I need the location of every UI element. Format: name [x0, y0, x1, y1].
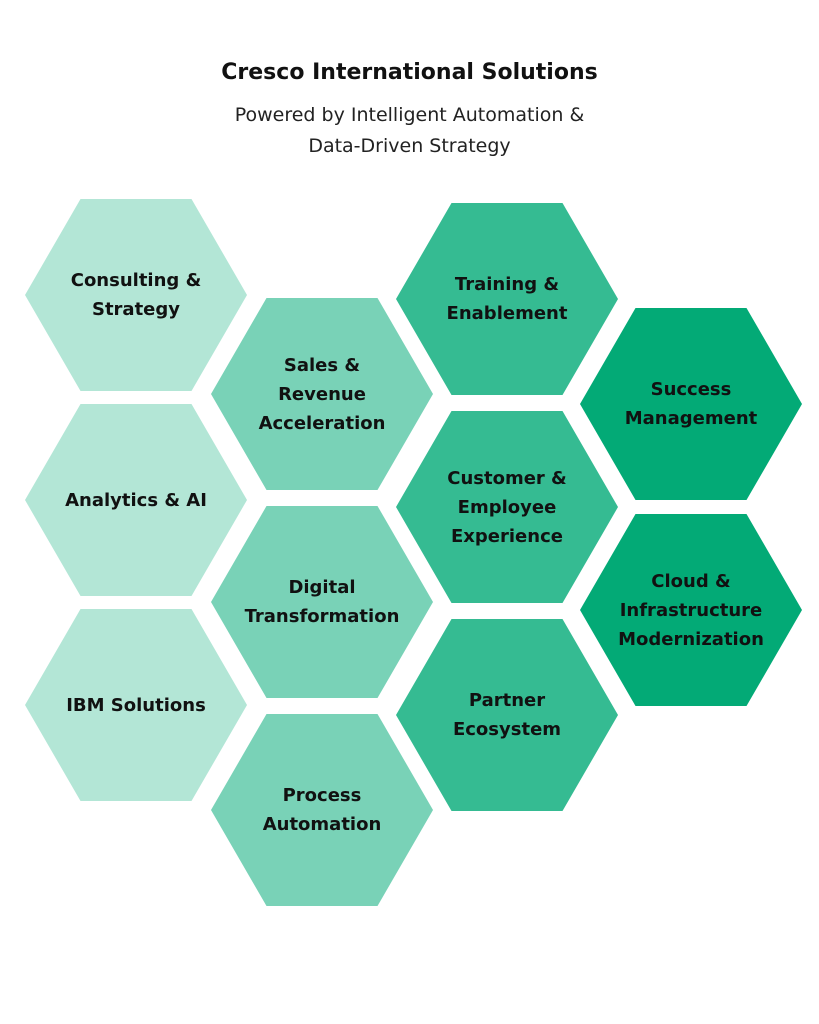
hexagon-consulting-strategy: Consulting & Strategy — [25, 199, 247, 391]
hexagon-label-line: Process — [282, 785, 362, 806]
page-title: Cresco International Solutions — [221, 60, 598, 85]
hexagon-label-line: Modernization — [618, 628, 764, 650]
hexagon-label-line: Revenue — [278, 383, 366, 405]
hexagon-label: Analytics & AI — [39, 486, 233, 515]
hexagon-label: IBM Solutions — [40, 691, 232, 720]
hexagon-label: Consulting & Strategy — [45, 266, 228, 324]
hexagon-analytics-ai: Analytics & AI — [25, 404, 247, 596]
hexagon-label-line: Ecosystem — [452, 719, 562, 740]
hexagon-label-line: Enablement — [446, 303, 568, 324]
hexagon-label-line: Success — [650, 379, 732, 400]
hexagon-label-line: Experience — [451, 525, 563, 547]
hexagon-label-line: Analytics & AI — [65, 489, 207, 511]
hexagon-label-line: Automation — [262, 814, 382, 835]
hexagon-label-line: Cloud & — [651, 570, 731, 592]
subtitle-line-2: Data-Driven Strategy — [308, 135, 511, 157]
hexagon-training-enablement: Training & Enablement — [396, 203, 618, 395]
hexagon-label-line: Infrastructure — [619, 599, 763, 621]
hexagon-label-line: Transformation — [244, 606, 400, 627]
hexagon-ibm-solutions: IBM Solutions — [25, 609, 247, 801]
hexagon-label-line: Consulting & — [70, 270, 202, 291]
hexagon-label-line: Sales & — [283, 354, 361, 376]
hexagon-label-line: Employee — [457, 496, 557, 518]
hexagon-label-line: Partner — [468, 690, 546, 711]
hexagon-label-line: Digital — [288, 577, 356, 598]
page-subtitle: Powered by Intelligent Automation & Data… — [0, 100, 819, 162]
hexagon-label-line: Customer & — [447, 467, 567, 489]
hexagon-label-line: Acceleration — [258, 412, 386, 434]
hexagon-label-line: Strategy — [91, 299, 181, 320]
hexagon-label-line: Management — [624, 408, 758, 429]
hexagon-label-line: IBM Solutions — [66, 694, 206, 716]
hexagon-label-line: Training & — [454, 274, 560, 295]
subtitle-line-1: Powered by Intelligent Automation & — [234, 104, 585, 126]
hexagon-label: Training & Enablement — [421, 270, 594, 328]
